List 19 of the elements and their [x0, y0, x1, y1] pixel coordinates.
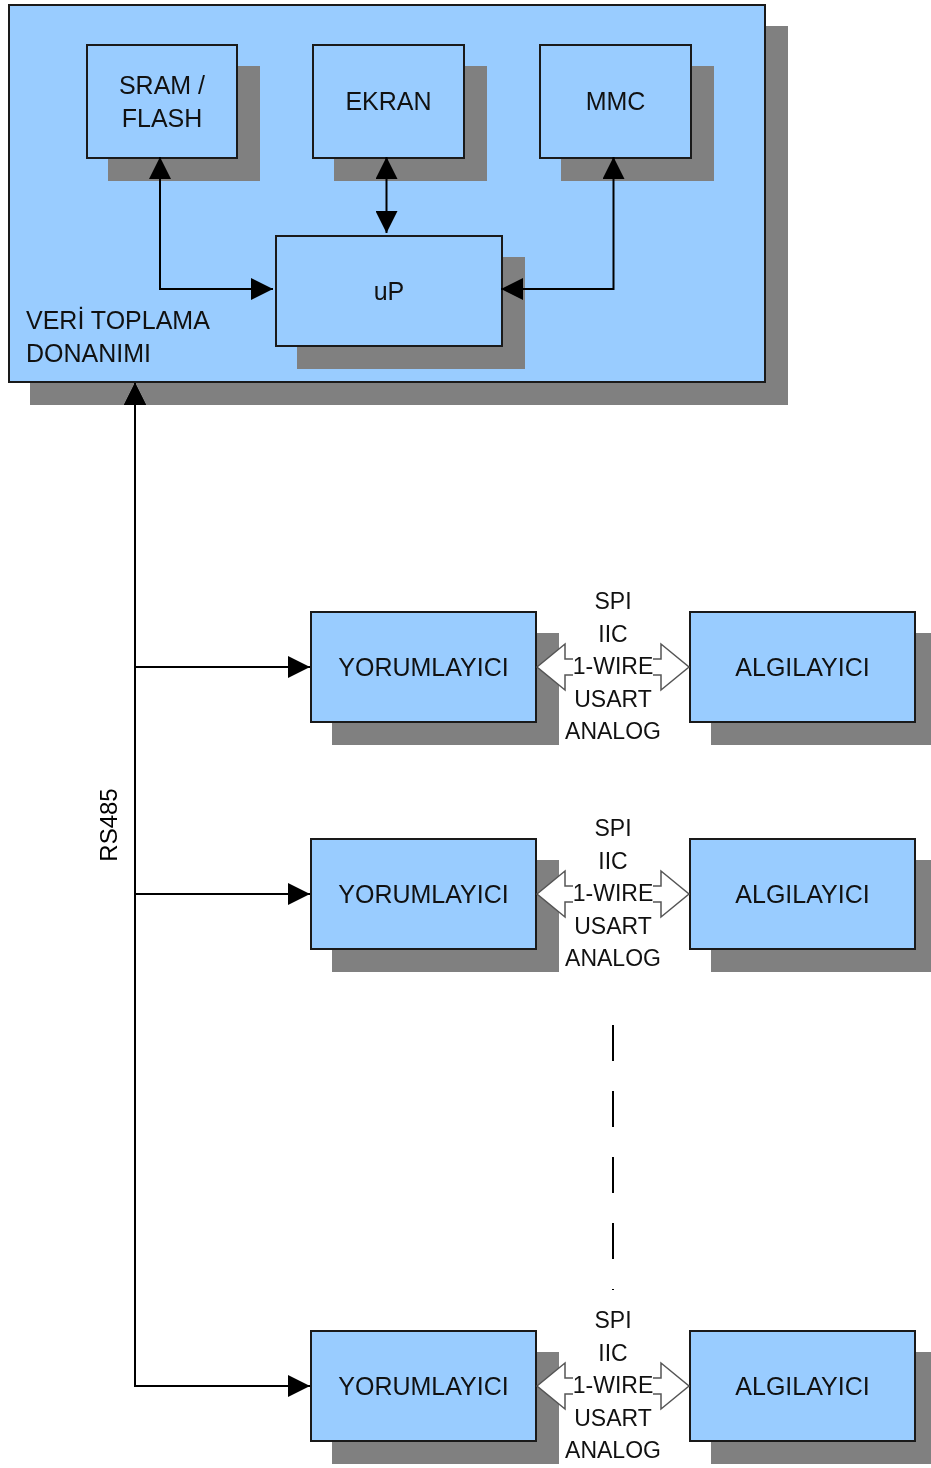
- block-label: uP: [373, 275, 405, 307]
- edge-label: SPI IIC 1-WIRE USART ANALOG: [558, 1304, 668, 1467]
- block-label: MMC: [585, 86, 646, 118]
- edge-label: SPI IIC 1-WIRE USART ANALOG: [558, 812, 668, 975]
- group-title: VERİ TOPLAMA DONANIMI: [26, 305, 211, 369]
- block-label: YORUMLAYICI: [338, 651, 509, 683]
- block-label: ALGILAYICI: [735, 651, 870, 683]
- block-label: ALGILAYICI: [735, 878, 870, 910]
- edge-label: SPI IIC 1-WIRE USART ANALOG: [558, 585, 668, 748]
- block-label: ALGILAYICI: [735, 1370, 870, 1402]
- block-label: SRAM / FLASH: [117, 70, 207, 134]
- arrow: [500, 156, 625, 300]
- block-label: EKRAN: [345, 86, 432, 118]
- bus-label: RS485: [95, 787, 123, 864]
- block-label: YORUMLAYICI: [338, 878, 509, 910]
- arrow: [124, 382, 311, 1397]
- arrow: [149, 156, 274, 300]
- block-label: YORUMLAYICI: [338, 1370, 509, 1402]
- arrow: [375, 156, 398, 234]
